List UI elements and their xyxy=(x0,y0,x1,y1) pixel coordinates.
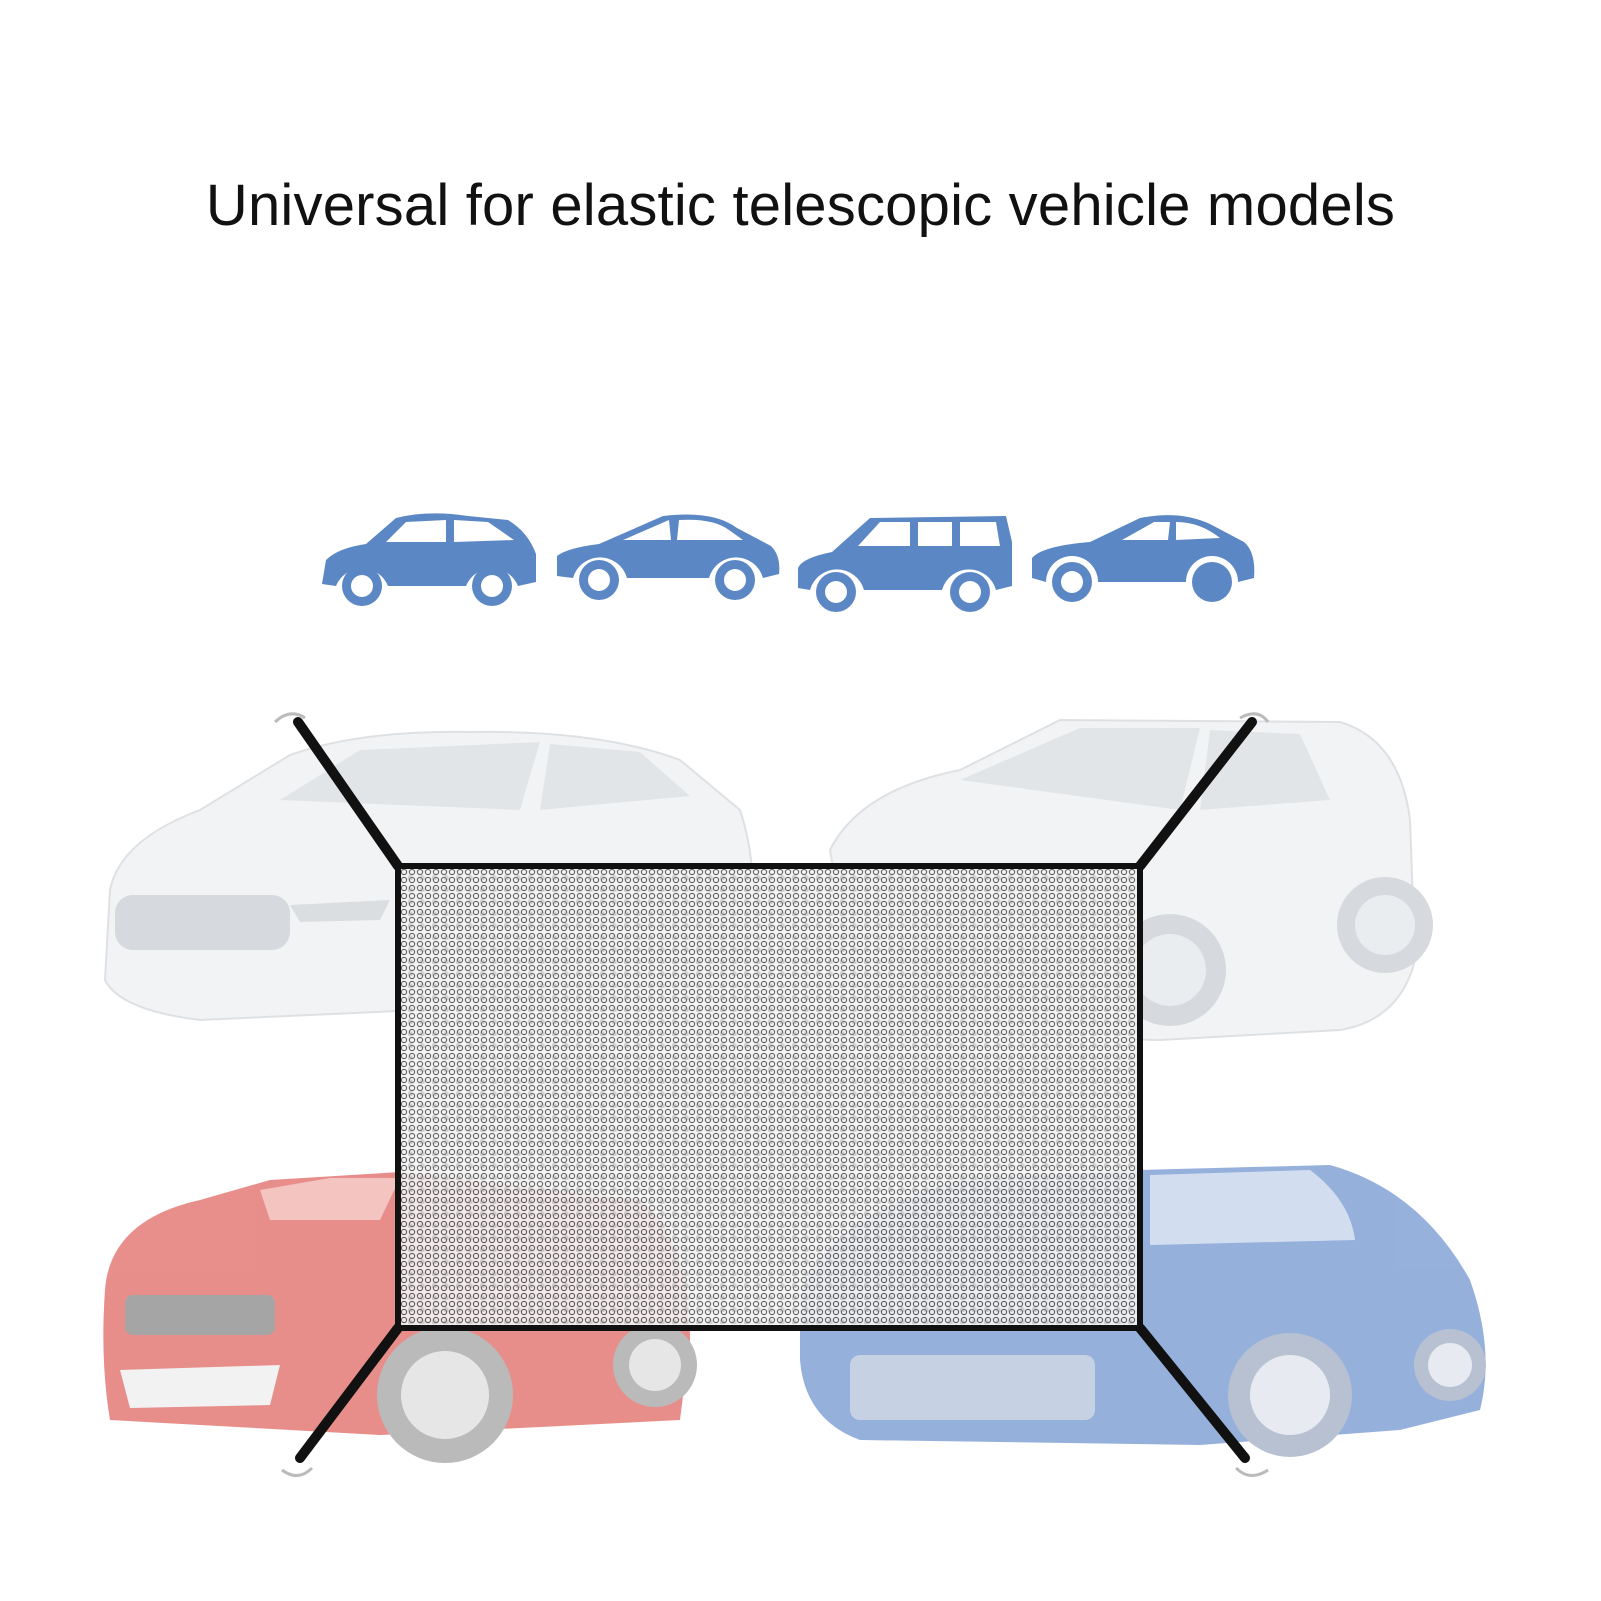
net-straps xyxy=(293,717,1257,1463)
sedan-car-icon xyxy=(557,514,780,600)
cargo-net xyxy=(395,863,1143,1331)
headline: Universal for elastic telescopic vehicle… xyxy=(205,173,1396,238)
hook-icons xyxy=(273,712,1270,1477)
wagon-car-icon xyxy=(798,516,1012,612)
coupe-car-icon xyxy=(1032,515,1255,602)
hatchback-car-icon xyxy=(322,513,536,606)
car-net-scene xyxy=(103,712,1486,1477)
vehicle-type-icons xyxy=(318,512,1278,622)
